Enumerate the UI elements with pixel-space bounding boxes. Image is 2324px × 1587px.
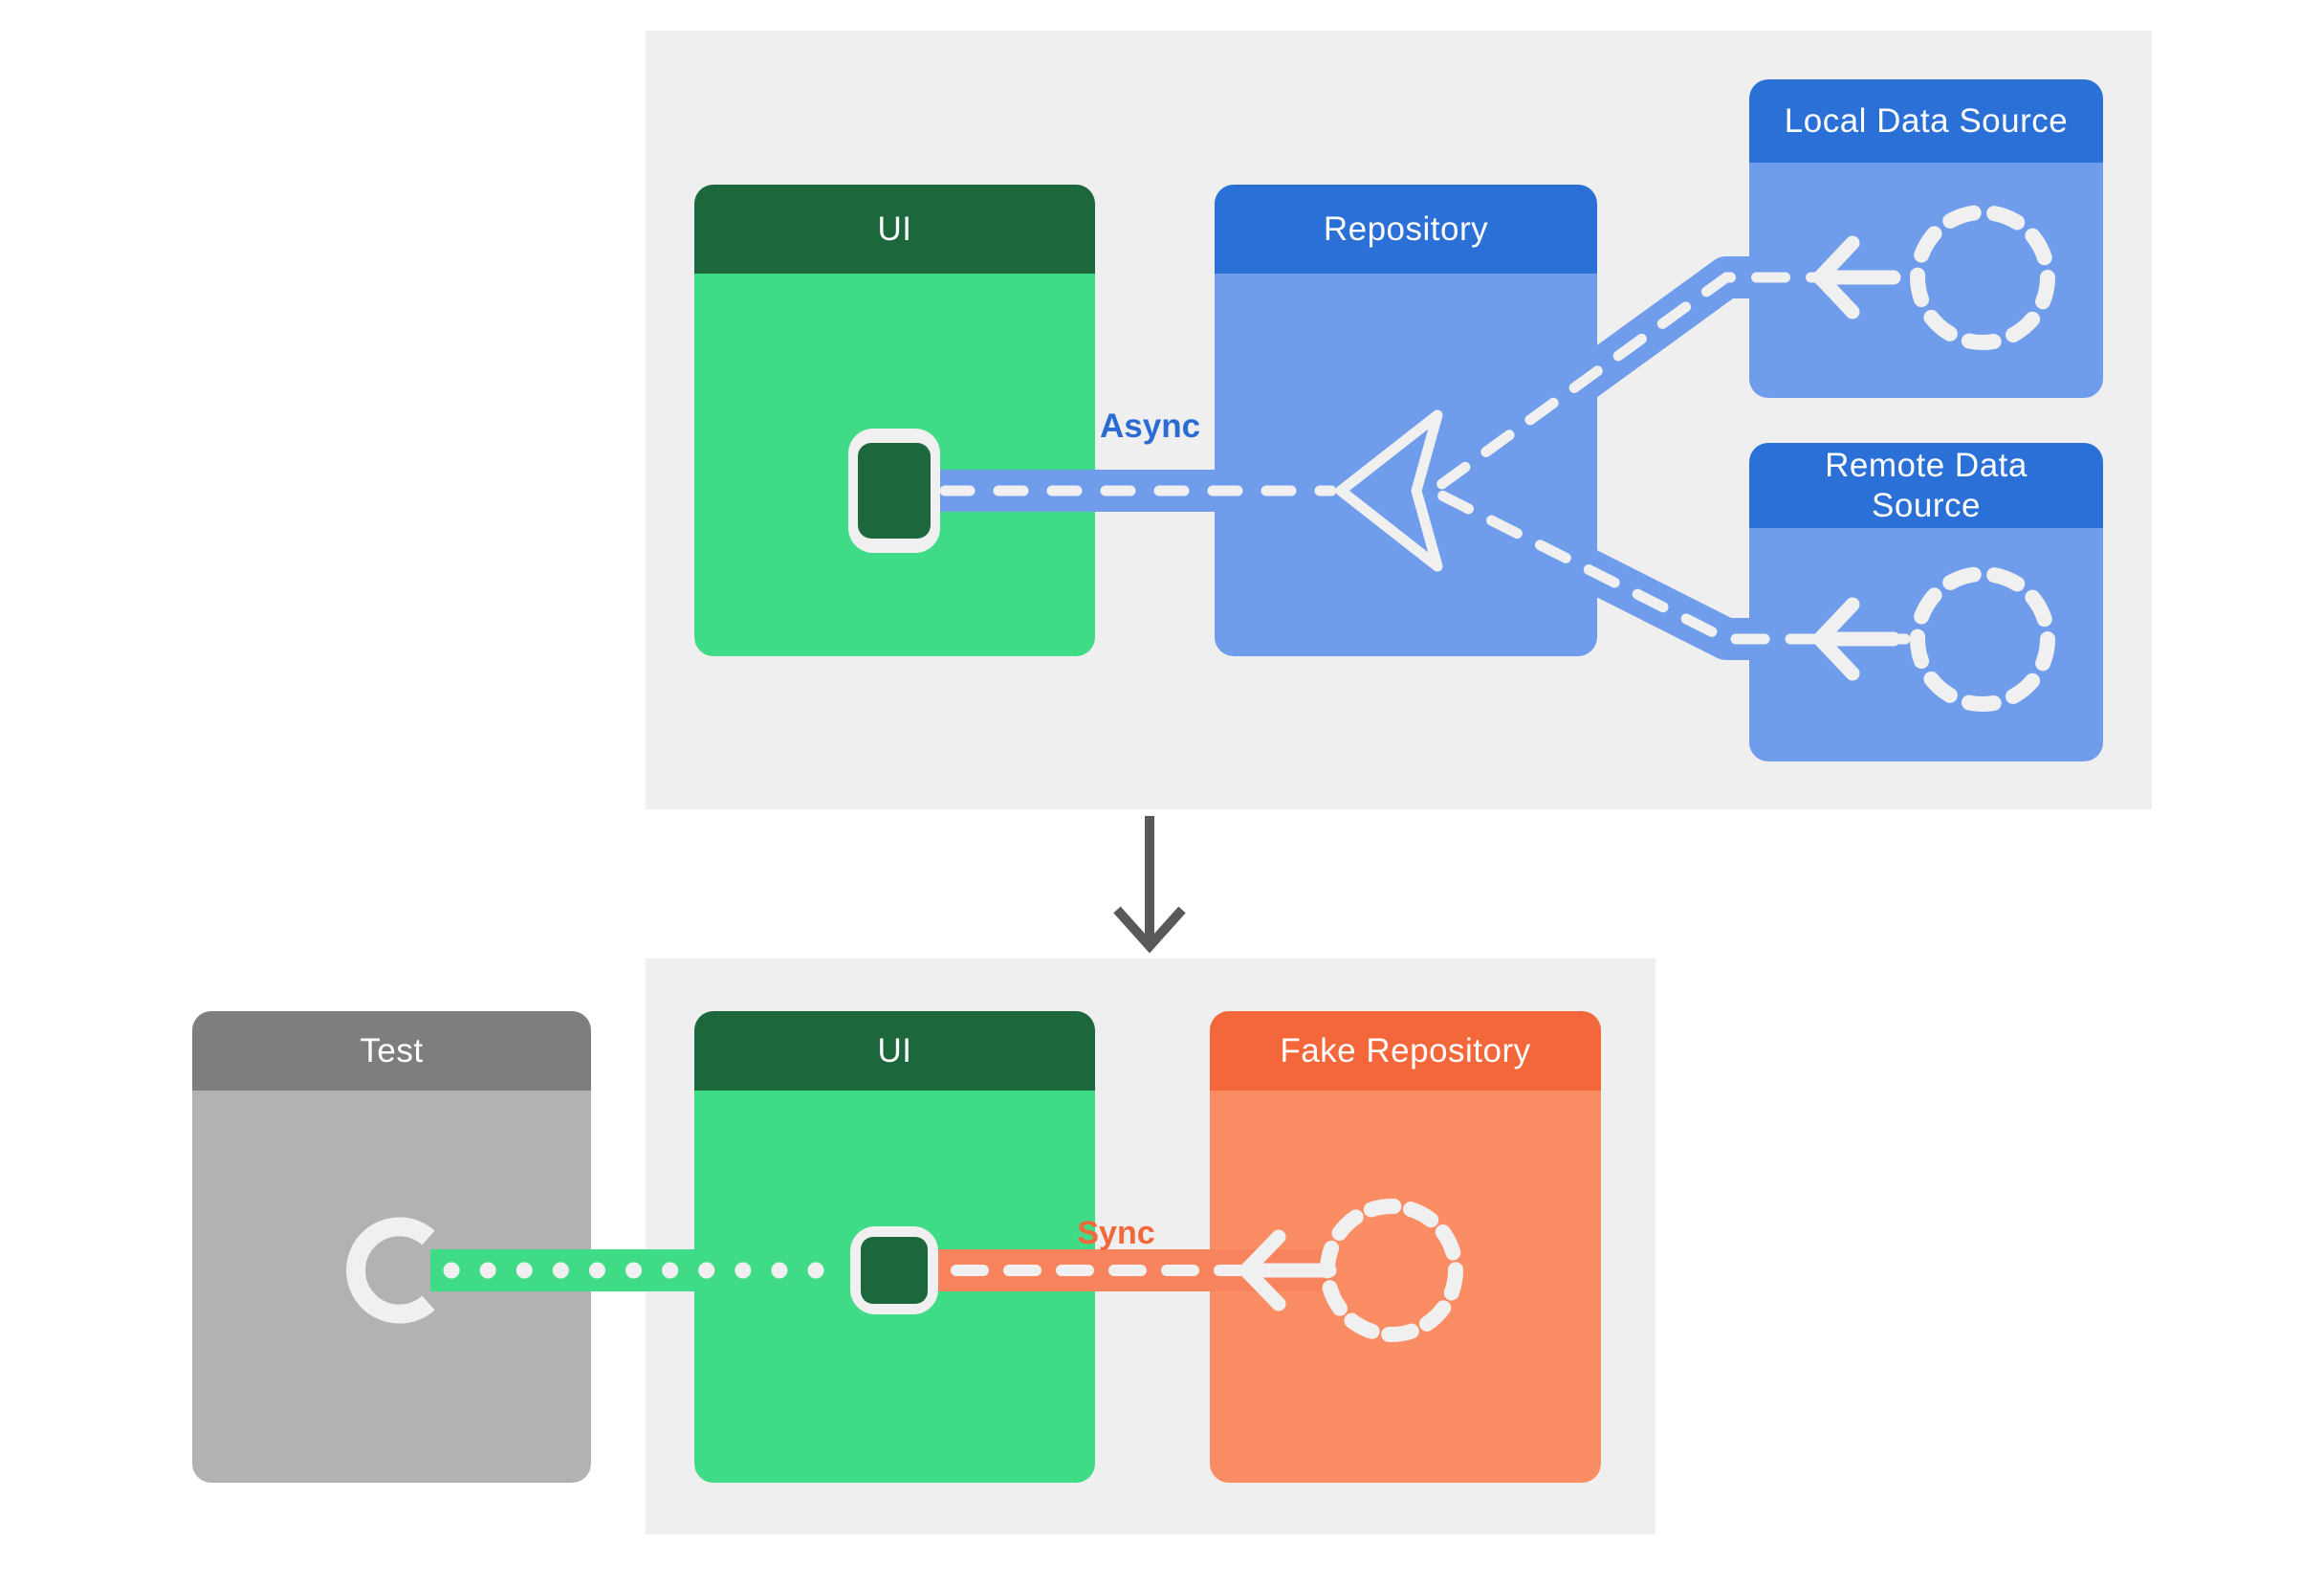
local-data-source-title: Local Data Source: [1784, 101, 2069, 140]
ui-card-top-title: UI: [877, 209, 912, 248]
local-data-source-header: Local Data Source: [1749, 79, 2103, 163]
repository-card: Repository: [1215, 185, 1597, 656]
local-connector-dashed-line: [1427, 272, 1911, 496]
remote-data-source-header: Remote Data Source: [1749, 443, 2103, 528]
ui-card-bottom-header: UI: [694, 1011, 1095, 1091]
local-arrow-left-icon: [1812, 235, 1901, 320]
remote-dashed-circle-icon: [1910, 566, 2055, 712]
remote-arrow-left-icon: [1812, 597, 1901, 681]
fake-dashed-circle-icon: [1320, 1199, 1463, 1342]
fake-arrow-left-icon: [1239, 1229, 1337, 1311]
test-card-header: Test: [192, 1011, 591, 1091]
ui-port-bottom-icon: [850, 1226, 938, 1314]
repository-card-title: Repository: [1323, 209, 1489, 248]
ui-port-top-icon: [848, 429, 940, 553]
async-label: Async: [1100, 408, 1201, 445]
repository-input-triangle-icon: [1335, 409, 1443, 572]
fake-repository-header: Fake Repository: [1210, 1011, 1601, 1091]
sync-label: Sync: [1077, 1215, 1155, 1251]
ui-port-top-inner: [858, 443, 931, 539]
remote-data-source-title: Remote Data Source: [1825, 446, 2028, 524]
local-dashed-circle-icon: [1910, 205, 2055, 350]
test-card-title: Test: [360, 1031, 424, 1069]
repository-card-header: Repository: [1215, 185, 1597, 274]
ui-card-top-header: UI: [694, 185, 1095, 274]
ui-port-bottom-inner: [861, 1237, 928, 1304]
down-arrow-icon: [1113, 816, 1186, 954]
test-socket-icon: [346, 1217, 435, 1324]
ui-card-bottom-title: UI: [877, 1031, 912, 1069]
fake-repository-title: Fake Repository: [1280, 1031, 1531, 1069]
